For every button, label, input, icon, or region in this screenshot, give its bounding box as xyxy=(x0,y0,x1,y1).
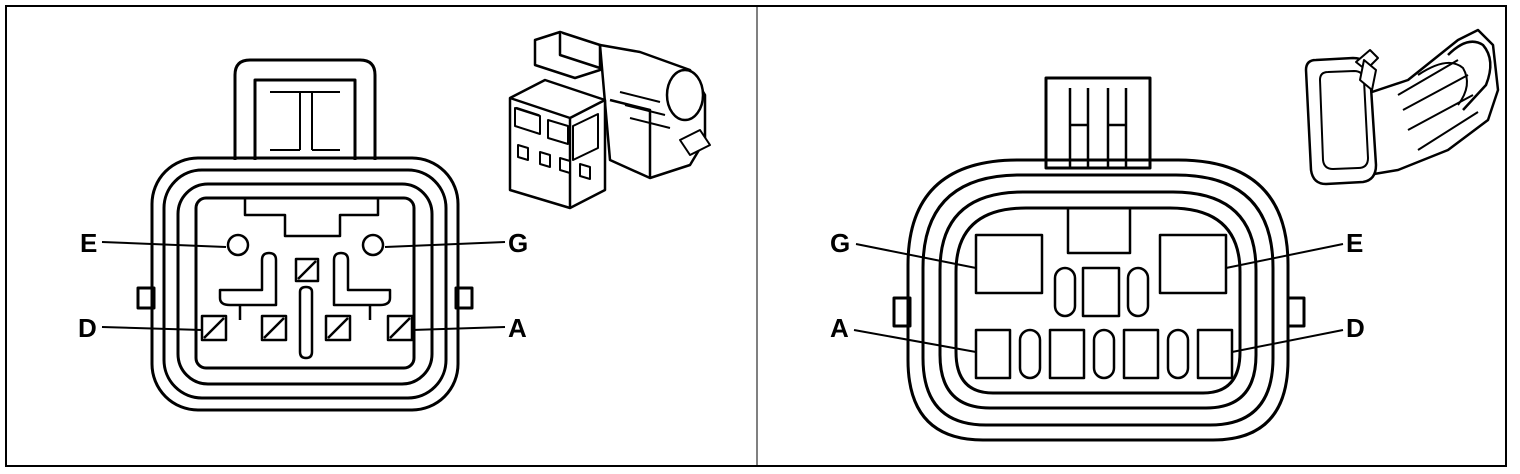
left-label-g: G xyxy=(508,228,528,258)
right-latch xyxy=(1044,76,1152,170)
left-leader-g xyxy=(384,241,506,248)
right-leader-d xyxy=(1231,329,1344,353)
right-cavity-d xyxy=(1196,328,1234,380)
right-connector-drawing: G E A D xyxy=(830,28,1500,442)
left-connector-drawing: E G D A xyxy=(78,30,711,412)
right-label-a: A xyxy=(830,313,849,343)
right-label-e: E xyxy=(1346,228,1363,258)
right-cavity-g xyxy=(974,233,1044,295)
right-body-outer xyxy=(906,158,1290,442)
left-connector-iso-icon xyxy=(508,30,711,210)
right-leader-g xyxy=(855,243,977,269)
right-leader-e xyxy=(1225,243,1344,269)
left-leader-e xyxy=(101,241,227,248)
left-pin-g-circle xyxy=(361,233,385,257)
right-leader-a xyxy=(853,329,977,353)
left-label-a: A xyxy=(508,313,527,343)
left-latch xyxy=(233,58,377,160)
left-connector-panel: E G D A xyxy=(0,0,758,474)
right-connector-panel: G E A D xyxy=(758,0,1520,474)
left-body-outer xyxy=(150,156,460,412)
left-label-d: D xyxy=(78,313,97,343)
left-leader-d xyxy=(101,326,203,331)
right-connector-iso-icon xyxy=(1304,28,1500,186)
right-cavity-a xyxy=(974,328,1012,380)
right-label-d: D xyxy=(1346,313,1365,343)
left-pin-e-circle xyxy=(226,233,250,257)
left-leader-a xyxy=(411,326,506,331)
left-label-e: E xyxy=(80,228,97,258)
right-label-g: G xyxy=(830,228,850,258)
right-cavity-e xyxy=(1158,233,1228,295)
